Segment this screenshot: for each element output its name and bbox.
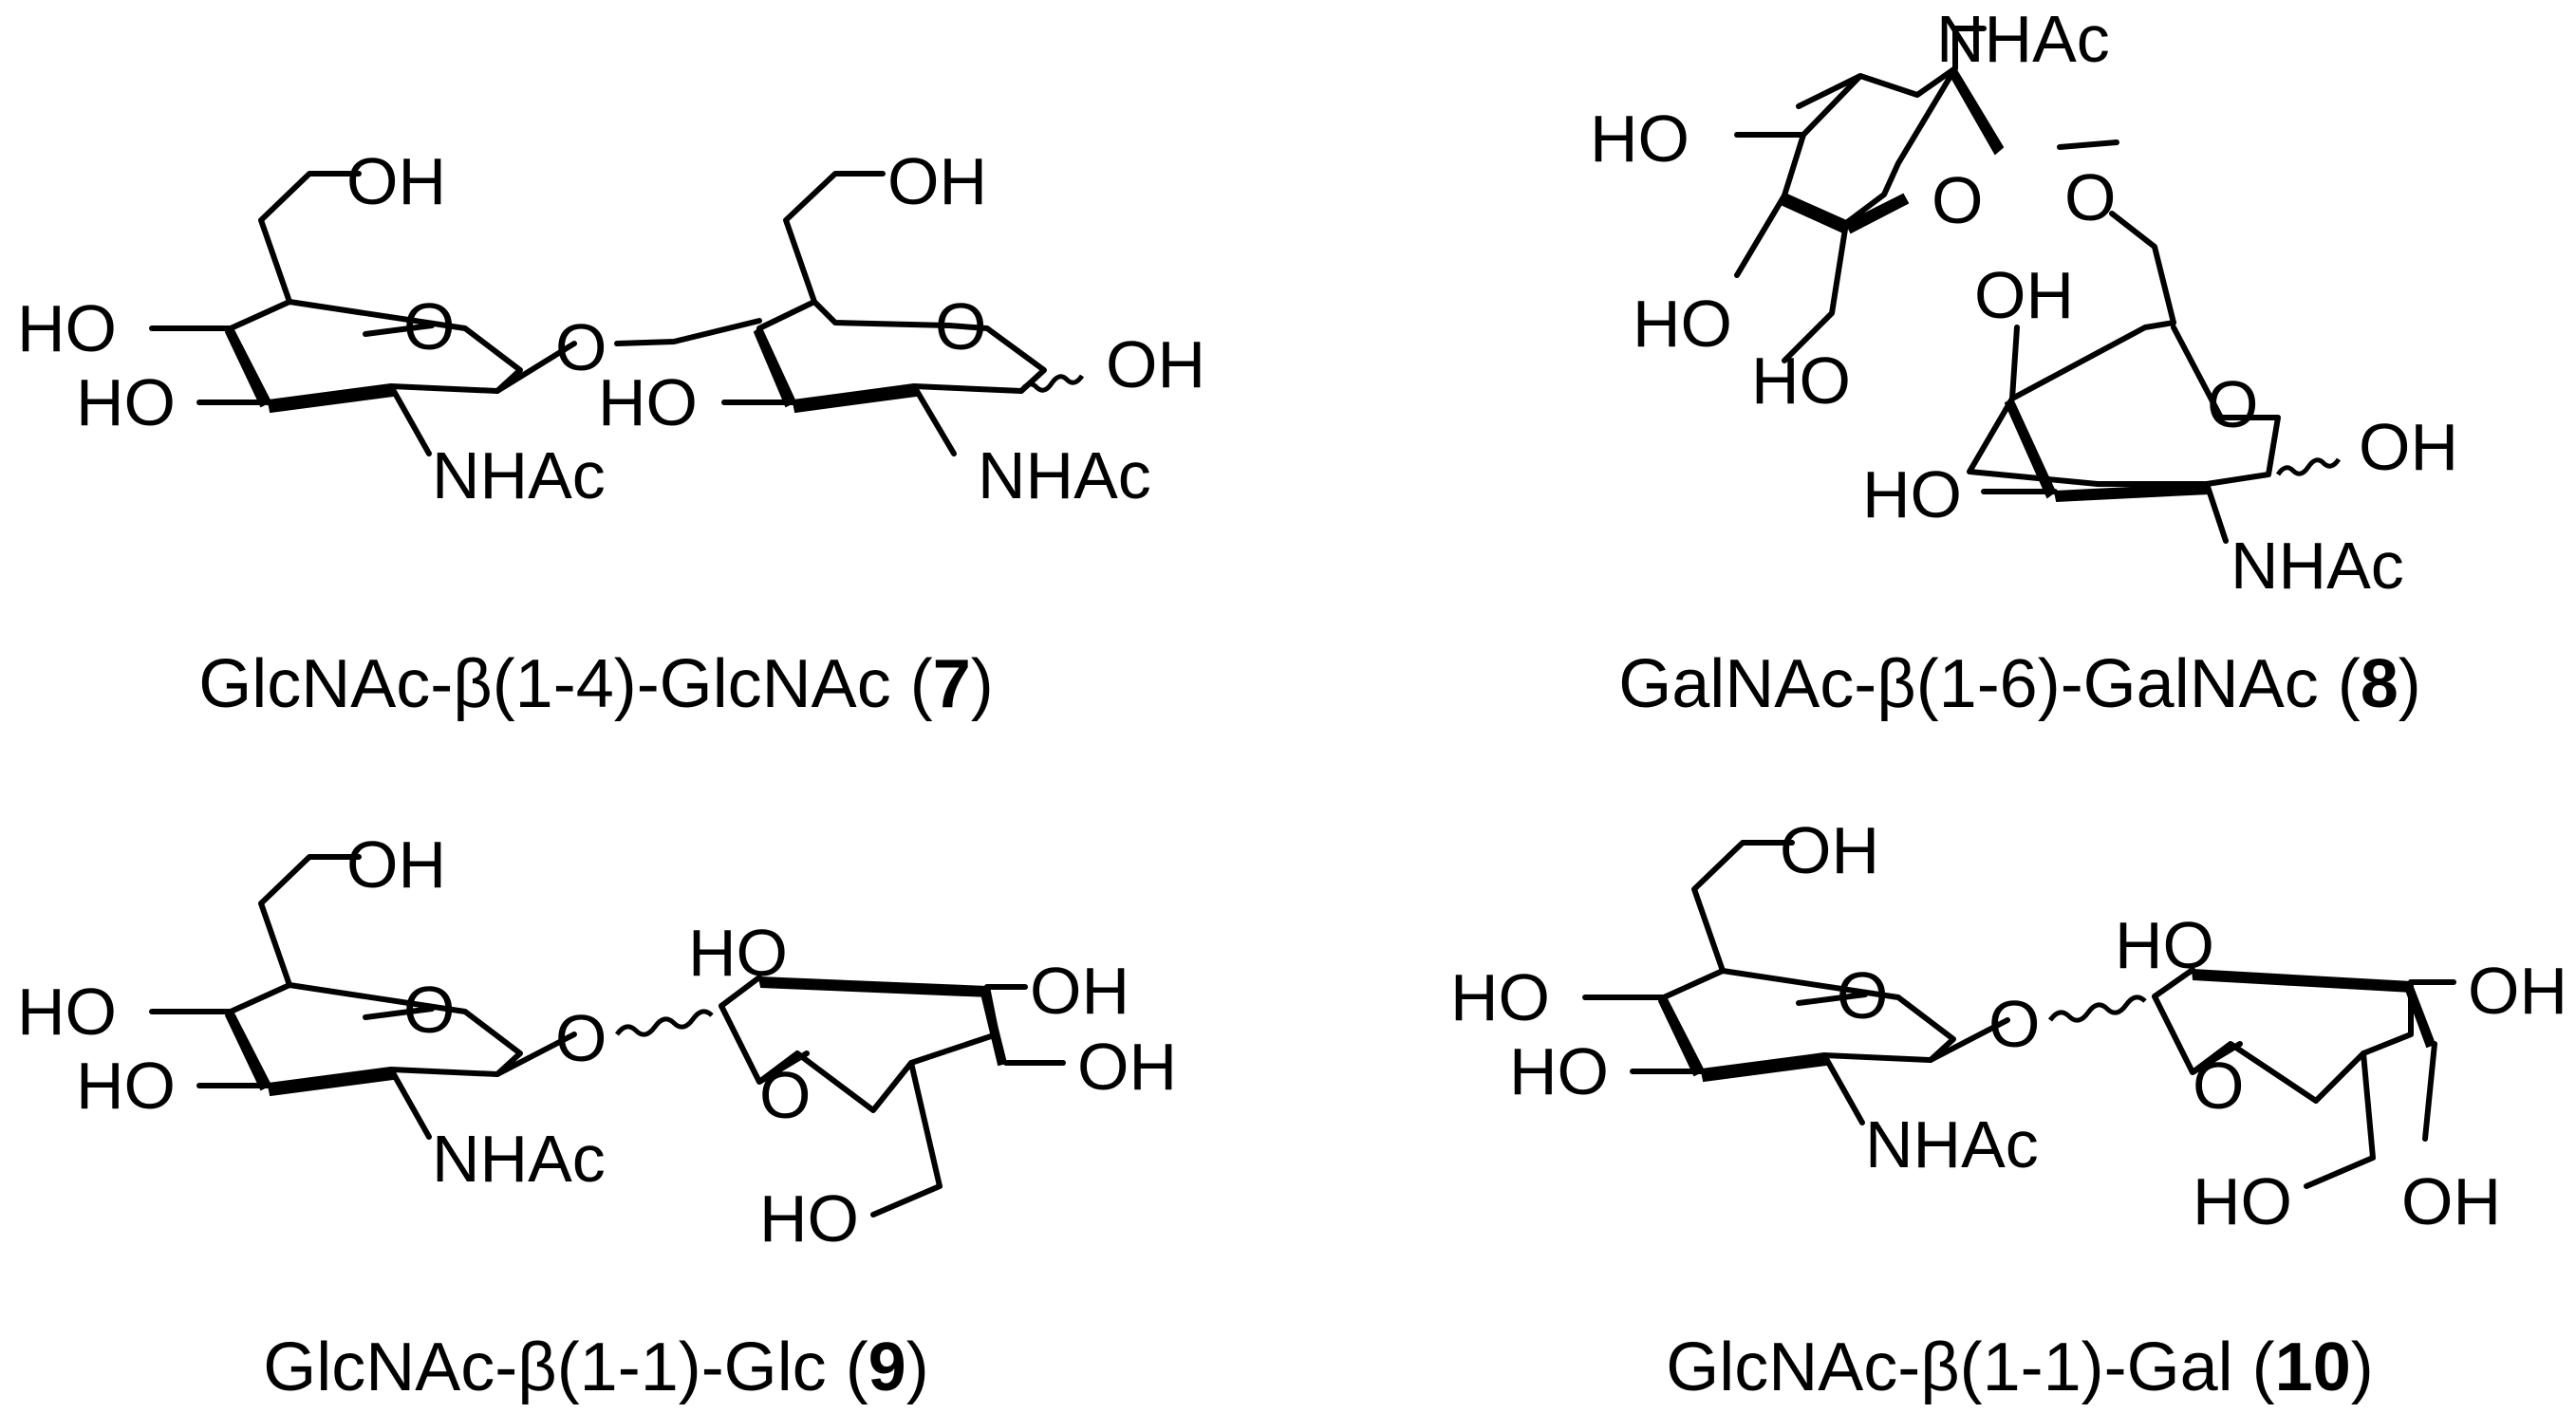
label-o-ring-9a: O — [403, 973, 455, 1047]
label-o-ring-7a: O — [403, 289, 455, 363]
label-oh-7b: OH — [887, 144, 987, 218]
caption-7: GlcNAc-β(1-4)-GlcNAc (7) — [198, 646, 993, 722]
label-ho-8a: HO — [1590, 102, 1689, 176]
label-nhac-10: NHAc — [1865, 1107, 2039, 1181]
label-o-ring-10a: O — [1837, 958, 1888, 1032]
label-nhac-8a: NHAc — [1936, 2, 2110, 76]
caption-10: GlcNAc-β(1-1)-Gal (10) — [1666, 1329, 2374, 1405]
structure-7: OH HO O HO O OH O HO OH NHAc NHAc GlcNAc… — [17, 144, 1205, 722]
label-oh-10b: OH — [2468, 954, 2567, 1028]
label-nhac-7b: NHAc — [978, 438, 1151, 512]
label-o-link-9: O — [555, 1001, 607, 1075]
label-o-link-10: O — [1988, 987, 2040, 1061]
label-ho-7c: HO — [598, 365, 698, 439]
structure-8-bonds — [1734, 26, 2342, 544]
label-oh-10a: OH — [1780, 813, 1879, 887]
label-o-ring-10b: O — [2193, 1049, 2244, 1123]
label-nhac-7a: NHAc — [432, 438, 606, 512]
label-oh-9c: OH — [1077, 1030, 1177, 1104]
label-o-ring-8b: O — [2207, 367, 2258, 441]
label-oh-8b: OH — [2359, 410, 2458, 484]
label-ho-7b: HO — [76, 365, 176, 439]
structure-10-bonds — [1582, 840, 2456, 1189]
label-o-ring-7b: O — [935, 289, 986, 363]
label-ho-8d: HO — [1862, 457, 1962, 531]
structure-10: OH HO O HO O HO OH O NHAc HO OH GlcNAc-β… — [1450, 813, 2567, 1405]
caption-9: GlcNAc-β(1-1)-Glc (9) — [263, 1329, 928, 1405]
label-ho-10a: HO — [1450, 960, 1550, 1034]
label-o-ring-9b: O — [759, 1058, 811, 1132]
label-ho-8c: HO — [1751, 344, 1851, 418]
structure-8: NHAc HO O O HO OH HO O HO OH NHAc GalNAc… — [1590, 2, 2458, 722]
label-ho-7a: HO — [17, 291, 117, 365]
label-oh-8a: OH — [1974, 258, 2074, 332]
label-ho-10c: HO — [2115, 908, 2214, 982]
label-nhac-8b: NHAc — [2231, 529, 2404, 603]
structure-9: OH HO O HO O HO OH O OH NHAc HO GlcNAc-β… — [17, 827, 1177, 1405]
label-o-ring-8a: O — [1932, 163, 1983, 237]
label-o-link-7: O — [555, 310, 607, 384]
label-oh-7a: OH — [346, 144, 446, 218]
label-oh-9b: OH — [1030, 954, 1129, 1028]
label-ho-10d: HO — [2193, 1164, 2292, 1238]
structure-9-bonds — [149, 854, 1066, 1218]
label-ho-9d: HO — [759, 1181, 859, 1255]
label-oh-10c: OH — [2401, 1164, 2501, 1238]
label-oh-7c: OH — [1106, 327, 1205, 401]
label-ho-9c: HO — [688, 916, 788, 990]
label-ho-9a: HO — [17, 975, 117, 1049]
label-o-link-8: O — [2064, 160, 2116, 234]
structure-7-bonds — [149, 171, 1085, 456]
label-nhac-9: NHAc — [432, 1122, 606, 1196]
label-ho-8b: HO — [1633, 287, 1732, 361]
label-oh-9a: OH — [346, 827, 446, 902]
label-ho-10b: HO — [1509, 1034, 1609, 1108]
caption-8: GalNAc-β(1-6)-GalNAc (8) — [1618, 646, 2421, 722]
label-ho-9b: HO — [76, 1049, 176, 1123]
